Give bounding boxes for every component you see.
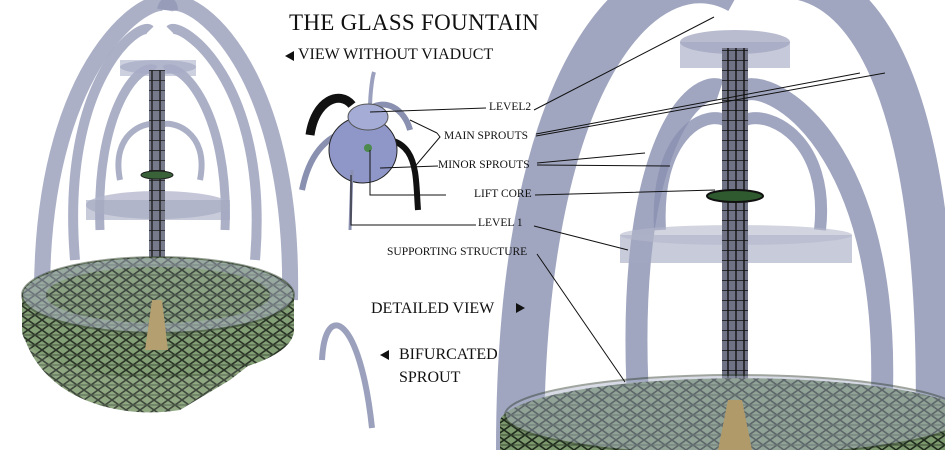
label-main-sprouts: MAIN SPROUTS [444, 130, 529, 142]
label-lift-core: LIFT CORE [474, 188, 532, 200]
bifurcated-caption-line2: SPROUT [399, 369, 461, 386]
label-supporting-structure: SUPPORTING STRUCTURE [387, 246, 528, 258]
bifurcated-caption-line1: BIFURCATED [399, 346, 498, 363]
arrow-left-icon [285, 51, 294, 61]
view-without-viaduct-caption: VIEW WITHOUT VIADUCT [298, 46, 494, 63]
detailed-view [496, 0, 945, 450]
bifurcated-sprout-image [319, 322, 375, 429]
left-fountain-view [21, 0, 299, 413]
detailed-view-caption: DETAILED VIEW [371, 300, 495, 317]
arrow-right-icon [516, 303, 525, 313]
page-title: THE GLASS FOUNTAIN [289, 10, 540, 35]
leader-lines [350, 16, 886, 383]
arrow-left-icon [380, 350, 389, 360]
label-minor-sprouts: MINOR SPROUTS [438, 159, 530, 171]
top-view-model [299, 71, 421, 231]
label-level1: LEVEL 1 [478, 217, 523, 229]
label-level2: LEVEL2 [489, 101, 532, 113]
